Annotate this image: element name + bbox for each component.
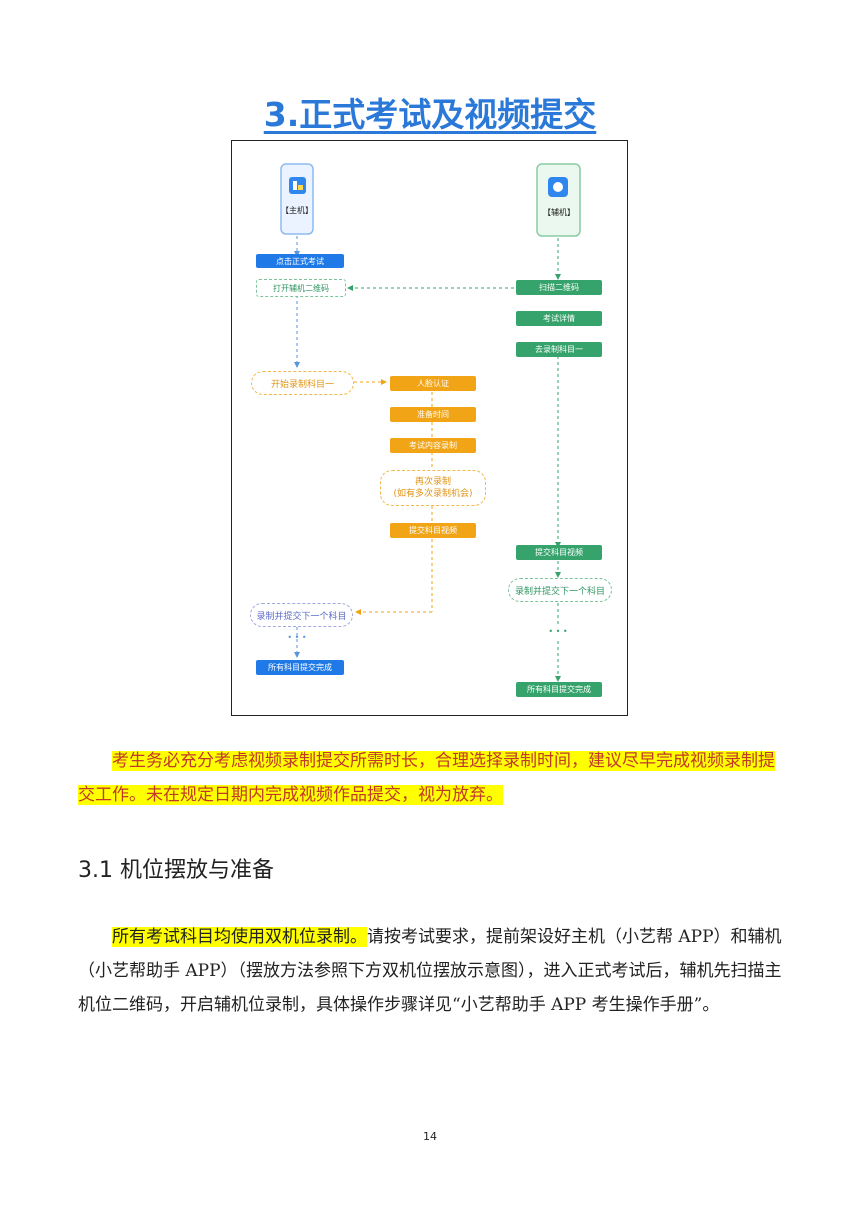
host-step-record-next: 录制并提交下一个科目 [250,603,353,627]
host-step-start-exam: 点击正式考试 [256,254,344,268]
main-phone-icon [280,163,314,235]
section-body: 请按考试要求，提前架设好主机（小艺帮 APP）和辅机（小艺帮助手 APP）（摆放… [78,927,782,1015]
host-step-open-qr: 打开辅机二维码 [256,279,346,297]
aux-ellipsis: • • • [548,627,568,636]
aux-step-all-done: 所有科目提交完成 [516,682,602,697]
aux-phone-label: 【辅机】 [543,208,575,217]
aux-phone-icon [536,163,581,237]
record-step-retry: 再次录制 (如有多次录制机会) [380,470,486,506]
aux-step-record-next: 录制并提交下一个科目 [508,578,612,602]
page-number: 14 [423,1130,437,1143]
record-step-prep-time: 准备时间 [390,407,476,422]
host-step-record-subject-1: 开始录制科目一 [251,371,354,395]
aux-step-scan-qr: 扫描二维码 [516,280,602,295]
record-retry-line2: (如有多次录制机会) [393,489,473,499]
main-phone-label: 【主机】 [281,206,313,215]
flowchart-connectors [280,163,581,682]
notice-paragraph: 考生务必充分考虑视频录制提交所需时长，合理选择录制时间，建议尽早完成视频录制提交… [78,744,784,812]
record-step-submit: 提交科目视频 [390,523,476,538]
aux-step-exam-details: 考试详情 [516,311,602,326]
section-heading: 3.1 机位摆放与准备 [78,858,274,883]
aux-step-submit: 提交科目视频 [516,545,602,560]
record-step-content: 考试内容录制 [390,438,476,453]
section-paragraph: 所有考试科目均使用双机位录制。请按考试要求，提前架设好主机（小艺帮 APP）和辅… [78,920,784,1022]
record-step-face-auth: 人脸认证 [390,376,476,391]
notice-text: 考生务必充分考虑视频录制提交所需时长，合理选择录制时间，建议尽早完成视频录制提交… [78,751,775,805]
record-retry-line1: 再次录制 [414,477,451,487]
host-ellipsis: • • • [287,633,307,642]
page-title: 3.正式考试及视频提交 [263,95,597,134]
host-step-all-done: 所有科目提交完成 [256,660,344,675]
aux-step-go-record: 去录制科目一 [516,342,602,357]
section-highlight: 所有考试科目均使用双机位录制。 [112,927,367,947]
flowchart-figure: 【主机】 【辅机】 点击正式考试 打开辅机二维码 开始录制科目一 扫描二维码 考… [231,140,628,716]
